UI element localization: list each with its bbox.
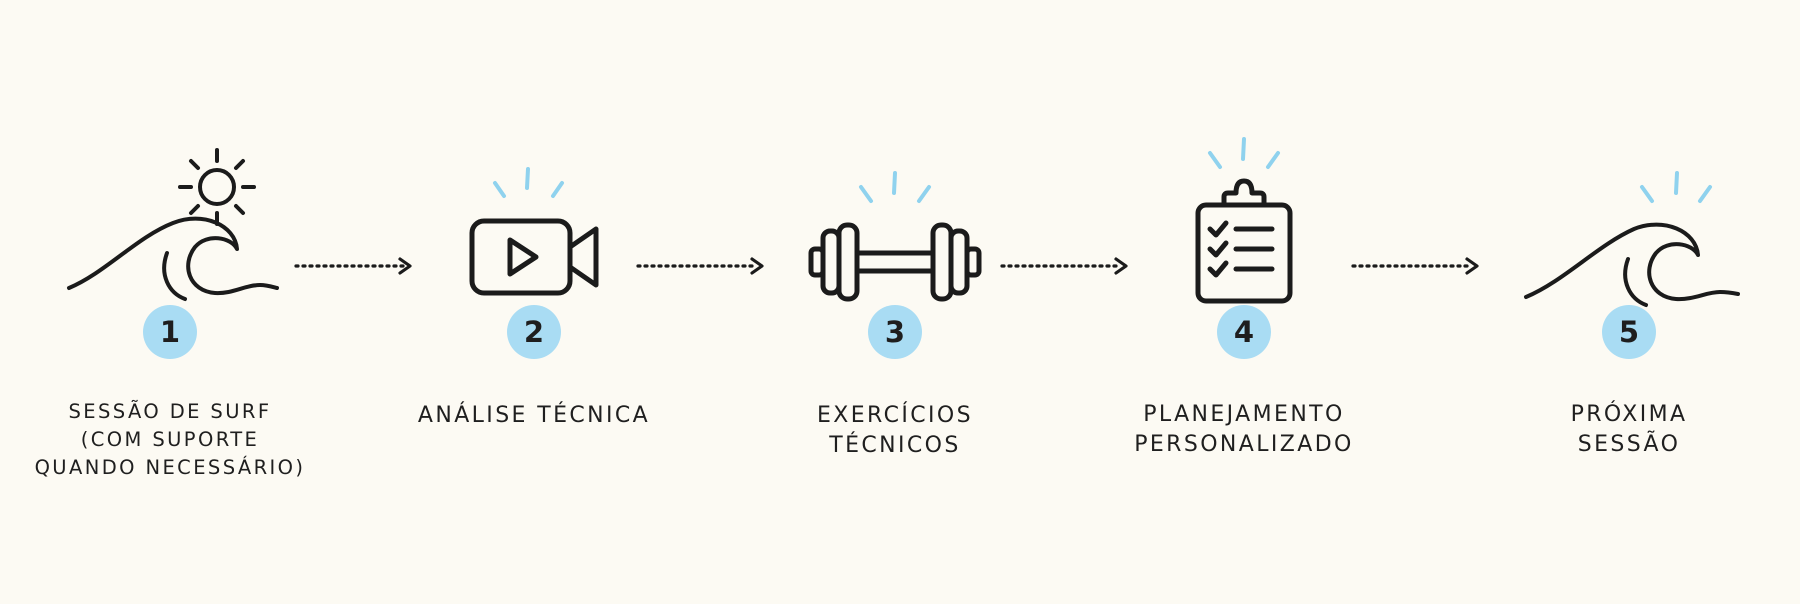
- clipboard-checklist-icon: [1195, 137, 1293, 304]
- step-5: 5 PRÓXIMA SESSÃO: [1469, 0, 1789, 604]
- step-number-badge: 3: [868, 305, 922, 359]
- step-number-badge: 4: [1217, 305, 1271, 359]
- step-label-line: PERSONALIZADO: [1134, 432, 1354, 457]
- step-label-line: SESSÃO: [1577, 432, 1681, 457]
- arrow-icon: [636, 257, 764, 275]
- arrow-icon: [1000, 257, 1128, 275]
- step-number-badge: 5: [1602, 305, 1656, 359]
- step-1: 1 SESSÃO DE SURF (COM SUPORTE QUANDO NEC…: [10, 0, 330, 604]
- step-label: SESSÃO DE SURF (COM SUPORTE QUANDO NECES…: [10, 398, 330, 482]
- arrow-icon: [294, 257, 412, 275]
- step-label-line: ANÁLISE TÉCNICA: [417, 403, 651, 428]
- step-label-line: PLANEJAMENTO: [1143, 402, 1345, 427]
- step-label-line: (COM SUPORTE: [80, 428, 260, 451]
- step-4: 4 PLANEJAMENTO PERSONALIZADO: [1084, 0, 1404, 604]
- step-label: EXERCÍCIOS TÉCNICOS: [735, 401, 1055, 461]
- step-label: ANÁLISE TÉCNICA: [374, 401, 694, 431]
- step-label: PRÓXIMA SESSÃO: [1469, 400, 1789, 460]
- step-label-line: SESSÃO DE SURF: [68, 400, 272, 423]
- step-label-line: PRÓXIMA: [1570, 402, 1688, 427]
- step-number-badge: 2: [507, 305, 561, 359]
- step-label-line: EXERCÍCIOS: [816, 403, 974, 428]
- step-label: PLANEJAMENTO PERSONALIZADO: [1084, 400, 1404, 460]
- step-label-line: QUANDO NECESSÁRIO): [34, 456, 306, 479]
- step-number-badge: 1: [143, 305, 197, 359]
- dumbbell-icon: [808, 171, 982, 302]
- step-3: 3 EXERCÍCIOS TÉCNICOS: [735, 0, 1055, 604]
- video-camera-icon: [469, 167, 599, 296]
- step-2: 2 ANÁLISE TÉCNICA: [374, 0, 694, 604]
- wave-icon: [1524, 171, 1740, 307]
- step-label-line: TÉCNICOS: [829, 433, 961, 458]
- wave-with-sun-icon: [67, 148, 279, 301]
- arrow-icon: [1351, 257, 1479, 275]
